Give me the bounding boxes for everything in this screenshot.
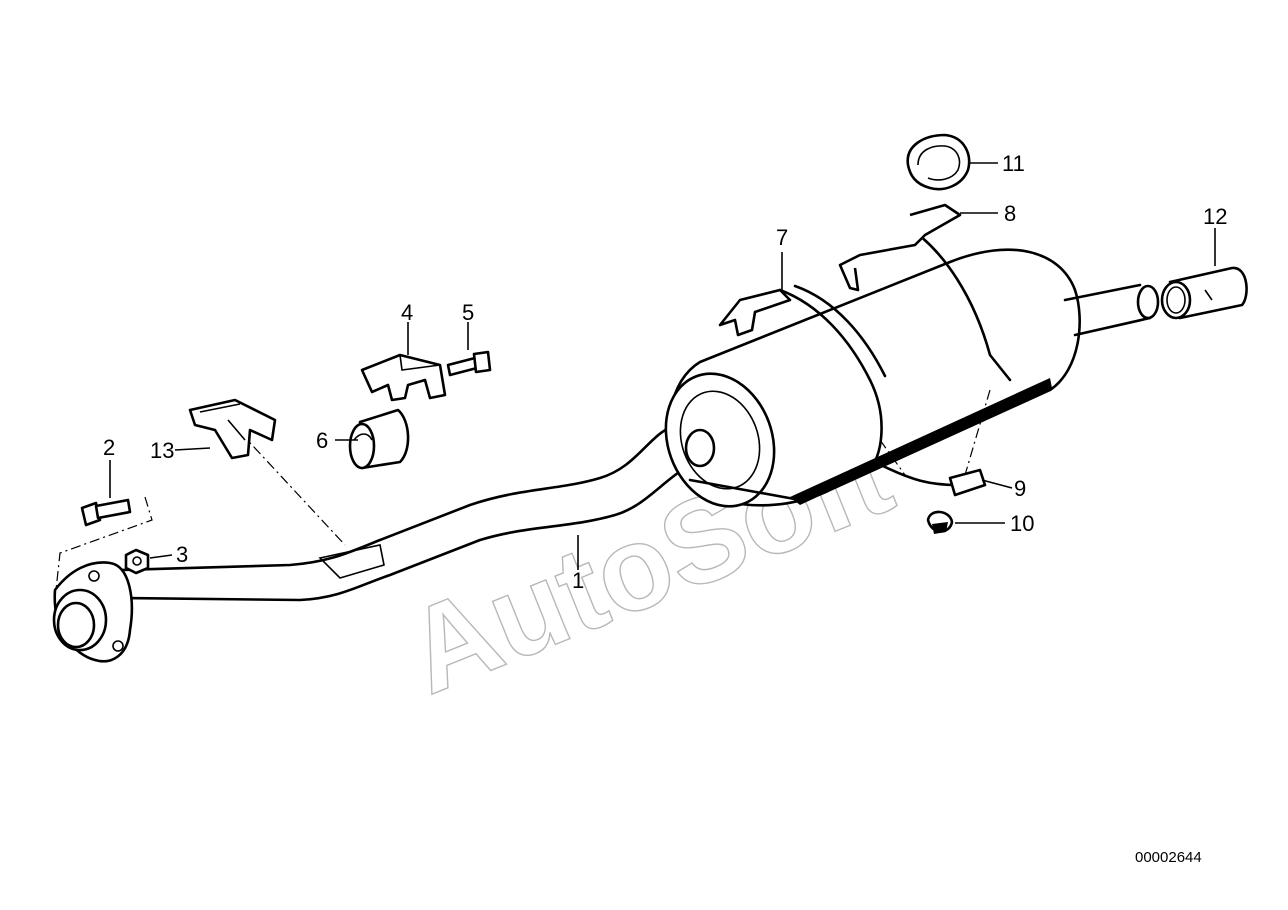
callout-7: 7 — [776, 225, 788, 250]
part-10-rubber-mount[interactable] — [926, 510, 954, 534]
part-12-tail-pipe-sleeve[interactable] — [1160, 266, 1248, 320]
callout-4: 4 — [401, 300, 413, 325]
callout-5: 5 — [462, 300, 474, 325]
part-7-clamp-strap[interactable] — [718, 284, 887, 470]
assembly-line-flange — [55, 496, 153, 591]
callout-3: 3 — [176, 542, 188, 567]
callout-13: 13 — [150, 438, 174, 463]
assembly-line-9 — [879, 389, 991, 476]
part-9-holder[interactable] — [873, 460, 987, 497]
leader-lines — [109, 162, 1216, 570]
part-11-gasket-ring[interactable] — [906, 133, 971, 191]
part-8-clamp-strap[interactable] — [838, 203, 1012, 382]
callout-12: 12 — [1203, 204, 1227, 229]
callout-1: 1 — [572, 568, 584, 593]
callout-8: 8 — [1004, 201, 1016, 226]
part-2-bolt[interactable] — [80, 498, 132, 527]
callout-6: 6 — [316, 428, 328, 453]
part-13-bracket[interactable] — [188, 398, 277, 460]
callout-9: 9 — [1014, 476, 1026, 501]
drawing-number: 00002644 — [1135, 849, 1202, 866]
part-1-exhaust-pipe[interactable] — [52, 248, 1160, 663]
callout-11: 11 — [1002, 151, 1025, 176]
callout-10: 10 — [1010, 511, 1034, 536]
assembly-line-13 — [239, 431, 346, 546]
part-4-bracket[interactable] — [360, 353, 447, 402]
part-5-screw[interactable] — [446, 350, 492, 377]
part-3-nut[interactable] — [124, 548, 150, 575]
callout-2: 2 — [103, 435, 115, 460]
part-6-rubber-ring[interactable] — [348, 408, 410, 470]
